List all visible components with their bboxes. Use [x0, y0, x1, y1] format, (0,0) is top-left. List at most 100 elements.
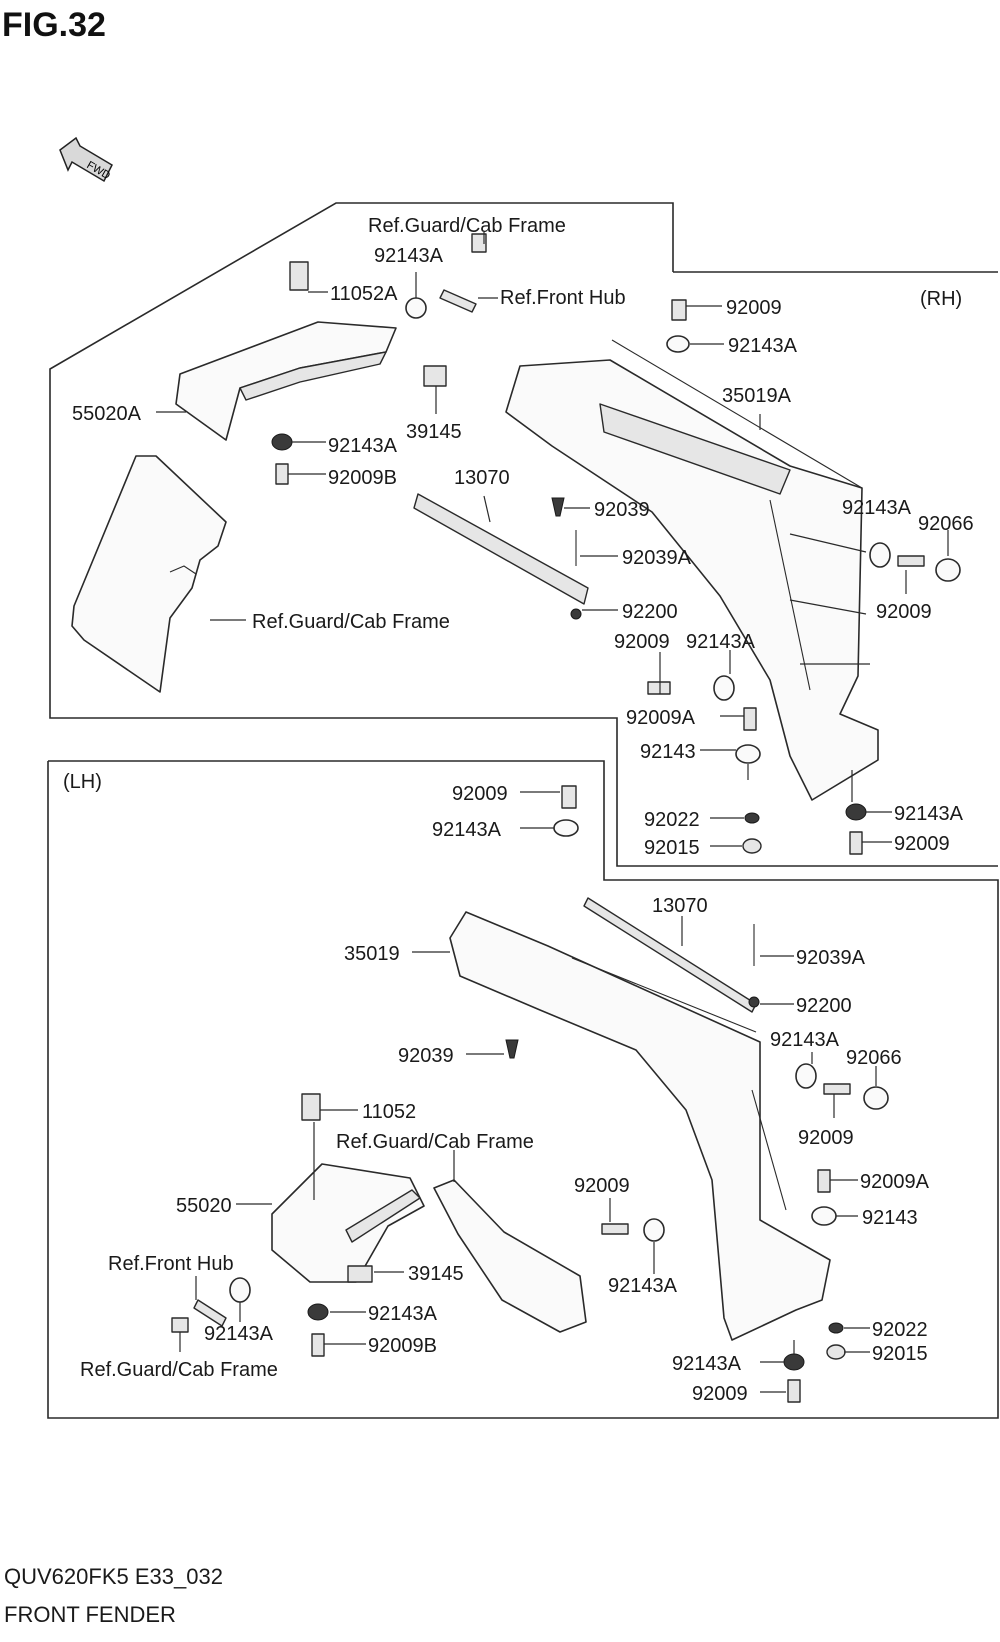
- rh-frame: [49, 202, 998, 867]
- lh-label-13070: 13070: [652, 895, 708, 917]
- lh-label-55020: 55020: [176, 1195, 232, 1217]
- lh-front-hub-pin: [193, 1299, 227, 1327]
- rh-leader-lines: [156, 232, 949, 847]
- rh-bolt-92009-mid: [647, 681, 671, 695]
- lh-mud-guard-55020: [271, 1163, 425, 1283]
- rh-bolt-92009B: [275, 463, 289, 485]
- rh-clip-39145: [423, 365, 447, 387]
- figure-title: FIG.32: [2, 6, 106, 44]
- rh-label-ref-guard-top: Ref.Guard/Cab Frame: [368, 215, 566, 237]
- lh-label-92200: 92200: [796, 995, 852, 1017]
- lh-label-92009-top: 92009: [452, 783, 508, 805]
- rh-strip-13070: [413, 493, 589, 605]
- lh-label-92143A-mid: 92143A: [608, 1275, 678, 1297]
- lh-nut-92143A-bot: [783, 1353, 805, 1371]
- lh-label-92066: 92066: [846, 1047, 902, 1069]
- rh-grommet-92143A-r2: [869, 542, 891, 568]
- lh-label-92143A-bot: 92143A: [672, 1353, 742, 1375]
- rh-label-13070: 13070: [454, 467, 510, 489]
- lh-cap-92066: [863, 1086, 889, 1110]
- rh-grommet-92143: [735, 744, 761, 764]
- lh-bolt-92009-mid: [601, 1223, 629, 1235]
- rh-grommet-92143A-r1: [666, 335, 690, 353]
- lh-grommet-92143A-r1: [795, 1063, 817, 1089]
- lh-label-92143A-r1: 92143A: [770, 1029, 840, 1051]
- lh-label-ref-front-hub: Ref.Front Hub: [108, 1253, 234, 1275]
- lh-label-92143A-b1: 92143A: [204, 1323, 274, 1345]
- lh-bolt-92009-r1: [823, 1083, 851, 1095]
- rh-label-92066: 92066: [918, 513, 974, 535]
- lh-label-35019: 35019: [344, 943, 400, 965]
- lh-bolt-92009A: [817, 1169, 831, 1193]
- lh-nut-92143A-b2: [307, 1303, 329, 1321]
- rh-label-92143A-mid: 92143A: [686, 631, 756, 653]
- rh-label-92009-mid: 92009: [614, 631, 670, 653]
- lh-cab-frame-piece: [433, 1179, 587, 1333]
- lh-parts: [171, 785, 889, 1403]
- rh-side-label: (RH): [920, 288, 962, 310]
- rh-mud-guard-flange: [239, 351, 387, 401]
- lh-nut-92015: [826, 1344, 846, 1360]
- lh-grommet-92143A-top: [553, 819, 579, 837]
- rh-label-92143A-left: 92143A: [328, 435, 398, 457]
- rh-label-92143A-r1: 92143A: [728, 335, 798, 357]
- lh-bolt-92009B: [311, 1333, 325, 1357]
- lh-label-92009A: 92009A: [860, 1171, 930, 1193]
- lh-label-92039: 92039: [398, 1045, 454, 1067]
- rh-cap-92066: [935, 558, 961, 582]
- rh-label-92009B: 92009B: [328, 467, 397, 489]
- rh-label-92039A: 92039A: [622, 547, 692, 569]
- rh-label-92039: 92039: [594, 499, 650, 521]
- footer-name: FRONT FENDER: [4, 1602, 176, 1627]
- rh-label-92143A-bot: 92143A: [894, 803, 964, 825]
- lh-frame: [47, 760, 999, 1419]
- rh-label-92022: 92022: [644, 809, 700, 831]
- rh-fender-vents: [599, 403, 791, 495]
- lh-grommet-92143: [811, 1206, 837, 1226]
- lh-fender-guide: [571, 957, 757, 1033]
- rh-label-ref-guard-mid: Ref.Guard/Cab Frame: [252, 611, 450, 633]
- rh-washer-92022: [744, 812, 760, 824]
- lh-fender-edge: [751, 1089, 787, 1211]
- rh-panel-slot: [169, 565, 197, 575]
- lh-rivet-92039: [505, 1039, 519, 1059]
- rh-bracket-11052A: [289, 261, 309, 291]
- lh-bolt-92009-top: [561, 785, 577, 809]
- lh-bolt-92009-bot: [787, 1379, 801, 1403]
- lh-label-ref-guard-bot: Ref.Guard/Cab Frame: [80, 1359, 278, 1381]
- rh-label-92143A-r2: 92143A: [842, 497, 912, 519]
- rh-label-ref-front-hub: Ref.Front Hub: [500, 287, 626, 309]
- rh-washer-92200: [570, 608, 582, 620]
- lh-label-92009-r1: 92009: [798, 1127, 854, 1149]
- rh-labels: Ref.Guard/Cab Frame 92143A 11052A Ref.Fr…: [72, 215, 974, 859]
- lh-washer-92200: [748, 996, 760, 1008]
- fwd-arrow-icon: FWD: [59, 136, 113, 182]
- rh-grommet-92143A-mid: [713, 675, 735, 701]
- rh-fender-guide: [611, 339, 863, 489]
- rh-label-92009-r2: 92009: [876, 601, 932, 623]
- lh-grommet-92143A-mid: [643, 1218, 665, 1242]
- rh-nut-92143A-left: [271, 433, 293, 451]
- rh-bolt-92009-bot: [849, 831, 863, 855]
- rh-cab-frame-panel: [71, 455, 227, 693]
- footer-code: QUV620FK5 E33_032: [4, 1564, 223, 1589]
- rh-nut-92143A-bot: [845, 803, 867, 821]
- rh-label-39145: 39145: [406, 421, 462, 443]
- rh-bolt-92009A: [743, 707, 757, 731]
- lh-labels: 92009 92143A 13070 35019 92039A 92200 92…: [80, 783, 930, 1405]
- rh-fender-edge: [769, 499, 811, 691]
- lh-leader-lines: [179, 791, 877, 1393]
- lh-label-92143A-b2: 92143A: [368, 1303, 438, 1325]
- rh-label-55020A: 55020A: [72, 403, 142, 425]
- rh-bolt-92009-top: [671, 299, 687, 321]
- lh-label-39145: 39145: [408, 1263, 464, 1285]
- lh-label-92015: 92015: [872, 1343, 928, 1365]
- lh-mud-guard-flange: [345, 1189, 421, 1243]
- lh-label-11052: 11052: [362, 1101, 416, 1123]
- lh-label-92022: 92022: [872, 1319, 928, 1341]
- lh-clip-39145: [347, 1265, 373, 1283]
- rh-front-hub-pin: [439, 289, 477, 313]
- rh-nut-92015: [742, 838, 762, 854]
- rh-label-11052A: 11052A: [330, 283, 398, 305]
